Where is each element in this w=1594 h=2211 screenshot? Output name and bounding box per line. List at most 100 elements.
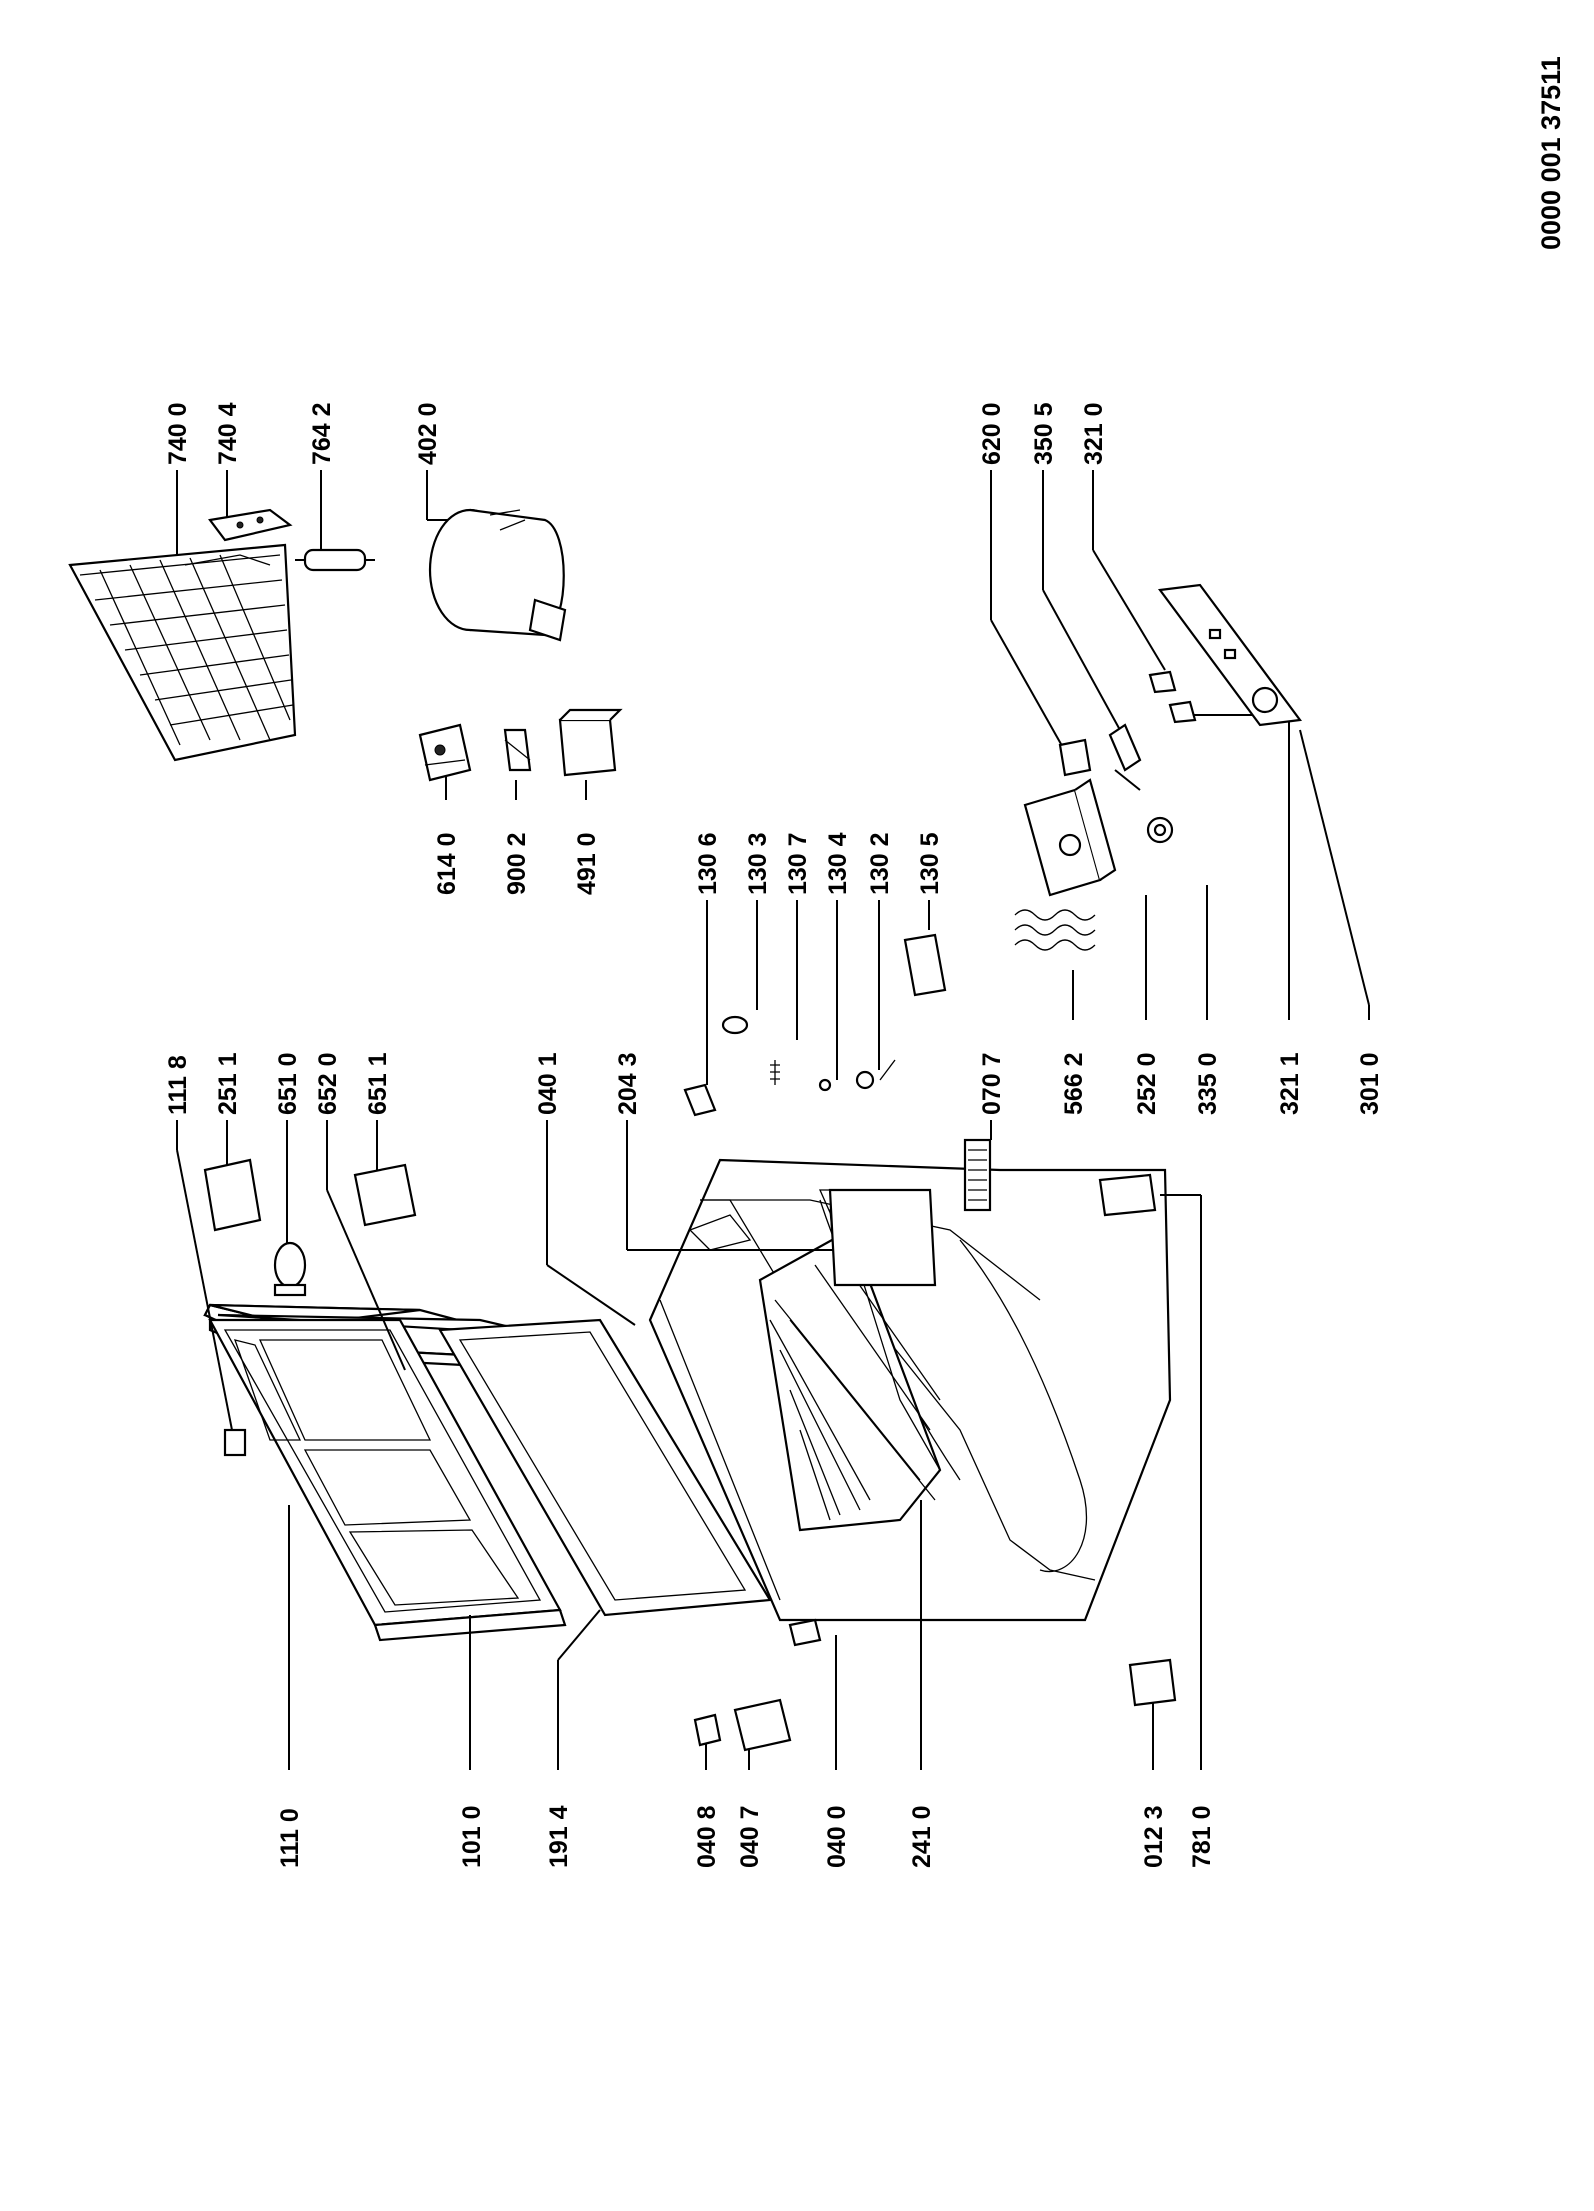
label-900-2: 900 2 [503,780,531,895]
vent-070-7 [963,1138,992,1212]
part-130-4 [818,1078,832,1092]
label-040-7: 040 7 [736,1730,764,1868]
part-label: 740 0 [164,402,192,465]
label-566-2: 566 2 [1060,970,1088,1115]
label-111-8: 111 8 [164,1055,233,1431]
label-130-4: 130 4 [824,832,852,1080]
control-panel-301-0 [1157,583,1303,727]
label-130-5: 130 5 [916,832,944,930]
label-130-2: 130 2 [866,832,894,1070]
condenser-coil-740-0 [68,543,297,762]
component-350-5 [1108,723,1142,791]
part-label: 130 4 [824,832,852,895]
part-label: 241 0 [908,1805,936,1868]
part-label: 781 0 [1188,1805,1216,1868]
part-label: 040 0 [823,1805,851,1868]
label-130-7: 130 7 [784,832,812,1040]
label-130-3: 130 3 [744,832,772,1010]
part-label: 321 1 [1276,1052,1304,1115]
hinge-040-8 [693,1713,722,1747]
relay-614-0 [418,723,472,782]
part-111-8 [223,1428,247,1457]
bracket-740-4 [208,508,293,542]
part-label: 191 4 [545,1805,573,1868]
part-label: 251 1 [214,1052,242,1115]
part-label: 040 1 [534,1052,562,1115]
part-label: 252 0 [1133,1052,1161,1115]
label-652-0: 652 0 [314,1052,406,1371]
gasket-191-4 [438,1318,772,1617]
label-101-0: 101 0 [458,1615,486,1868]
part-label: 491 0 [573,832,601,895]
thermostat-252-0 [1023,778,1117,897]
label-491-0: 491 0 [573,780,601,895]
document-number: 0000 001 37511 [1536,56,1566,250]
part-label: 040 8 [693,1805,721,1868]
hinge-040-0 [788,1618,822,1647]
label-040-8: 040 8 [693,1735,721,1868]
label-620-0: 620 0 [978,402,1071,761]
label-251-1: 251 1 [214,1052,242,1180]
part-label: 651 0 [274,1052,302,1115]
part-label: 111 0 [276,1808,304,1868]
part-label: 652 0 [314,1052,342,1115]
label-614-0: 614 0 [433,775,461,895]
label-350-5: 350 5 [1030,402,1121,731]
label-321-0: 321 0 [1080,402,1166,671]
part-label: 350 5 [1030,402,1058,465]
label-191-4: 191 4 [545,1609,601,1868]
part-130-6 [683,1083,717,1117]
lamp-651-0 [273,1241,307,1297]
part-label: 740 4 [214,402,242,465]
cable-900-2 [503,728,532,772]
label-040-1: 040 1 [534,1052,636,1326]
part-label: 402 0 [414,402,442,465]
label-252-0: 252 0 [1133,895,1161,1115]
label-204-3: 204 3 [614,1052,840,1251]
label-321-1: 321 1 [1185,714,1304,1115]
label-740-0: 740 0 [164,402,192,570]
hinge-cover-040-7 [733,1698,792,1752]
part-label: 070 7 [978,1052,1006,1115]
part-label: 111 8 [164,1055,192,1115]
shelf-204-3 [828,1188,937,1287]
part-label: 566 2 [1060,1052,1088,1115]
label-301-0: 301 0 [1299,729,1384,1115]
spring-566-2 [1014,909,1096,951]
label-130-6: 130 6 [694,832,722,1085]
label-335-0: 335 0 [1194,885,1222,1115]
part-label: 900 2 [503,832,531,895]
part-label: 614 0 [433,832,461,895]
label-241-0: 241 0 [908,1500,936,1868]
label-764-2: 764 2 [308,402,336,555]
part-label: 101 0 [458,1805,486,1868]
part-label: 204 3 [614,1052,642,1115]
part-130-3 [721,1015,749,1035]
foot-781-0 [1098,1173,1157,1217]
part-251-1 [203,1158,262,1232]
part-label: 764 2 [308,402,336,465]
part-label: 321 0 [1080,402,1108,465]
label-040-0: 040 0 [823,1635,851,1868]
label-012-3: 012 3 [1140,1695,1168,1868]
part-label: 651 1 [364,1052,392,1115]
drier-764-2 [295,548,375,572]
label-070-7: 070 7 [978,1052,1006,1140]
label-402-0: 402 0 [414,402,490,521]
compressor-402-0 [428,508,567,642]
part-label: 012 3 [1140,1805,1168,1868]
part-label: 620 0 [978,402,1006,465]
label-111-0: 111 0 [276,1505,304,1868]
clip-321-1 [1168,700,1197,724]
part-label: 335 0 [1194,1052,1222,1115]
bracket-012-3 [1128,1658,1177,1707]
knob-335-0 [1146,816,1174,844]
part-label: 130 6 [694,832,722,895]
box-491-0 [558,708,623,777]
label-651-1: 651 1 [364,1052,392,1185]
label-781-0: 781 0 [1160,1194,1216,1868]
part-label: 130 2 [866,832,894,895]
part-label: 040 7 [736,1805,764,1868]
lamp-cover-651-1 [353,1163,417,1227]
